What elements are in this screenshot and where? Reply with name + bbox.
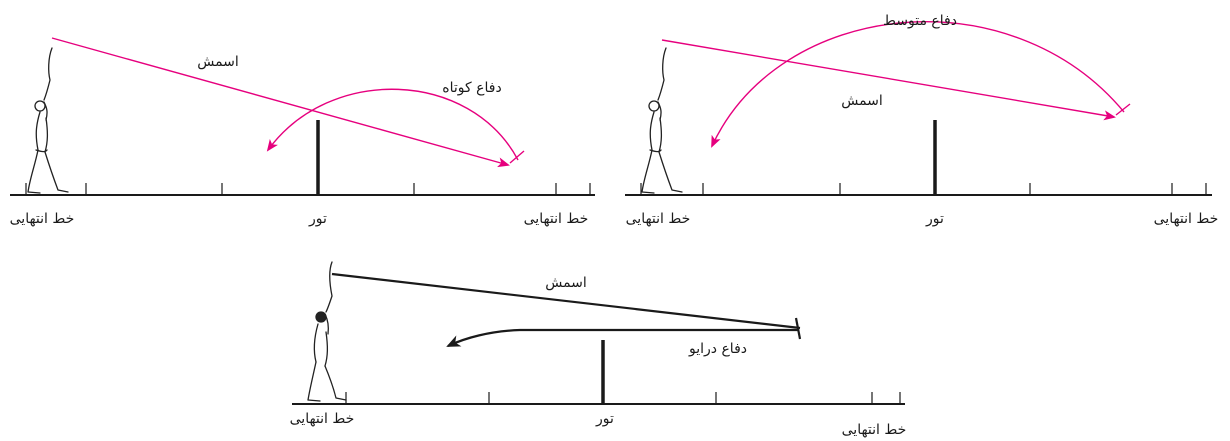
net-label: تور xyxy=(595,411,614,427)
end-line-right-label: خط انتهایی xyxy=(524,211,589,227)
smash-trajectory xyxy=(52,38,508,165)
end-line-right-label: خط انتهایی xyxy=(1154,211,1219,227)
smash-label: اسمش xyxy=(545,275,587,291)
defense-label: دفاع درایو xyxy=(688,341,747,357)
defense-label: دفاع کوتاه xyxy=(442,80,501,96)
player-figure xyxy=(28,48,68,193)
panel-drive-defense: اسمش دفاع درایو تور خط انتهایی خط انتهای… xyxy=(290,262,907,438)
defense-label: دفاع متوسط xyxy=(883,13,957,29)
smash-label: اسمش xyxy=(841,93,883,109)
player-figure xyxy=(642,48,682,193)
net-label: تور xyxy=(925,211,944,227)
player-figure xyxy=(308,262,346,401)
defense-trajectory xyxy=(268,89,518,160)
end-line-left-label: خط انتهایی xyxy=(10,211,75,227)
smash-label: اسمش xyxy=(197,54,239,70)
panel-short-defense: اسمش دفاع کوتاه تور خط انتهایی خط انتهای… xyxy=(10,38,595,227)
panel-medium-defense: اسمش دفاع متوسط تور خط انتهایی خط انتهای… xyxy=(625,13,1218,227)
end-line-right-label: خط انتهایی xyxy=(842,422,907,438)
smash-trajectory xyxy=(662,40,1114,117)
end-line-left-label: خط انتهایی xyxy=(626,211,691,227)
net-label: تور xyxy=(308,211,327,227)
defense-start-tick xyxy=(510,151,524,163)
end-line-left-label: خط انتهایی xyxy=(290,411,355,427)
